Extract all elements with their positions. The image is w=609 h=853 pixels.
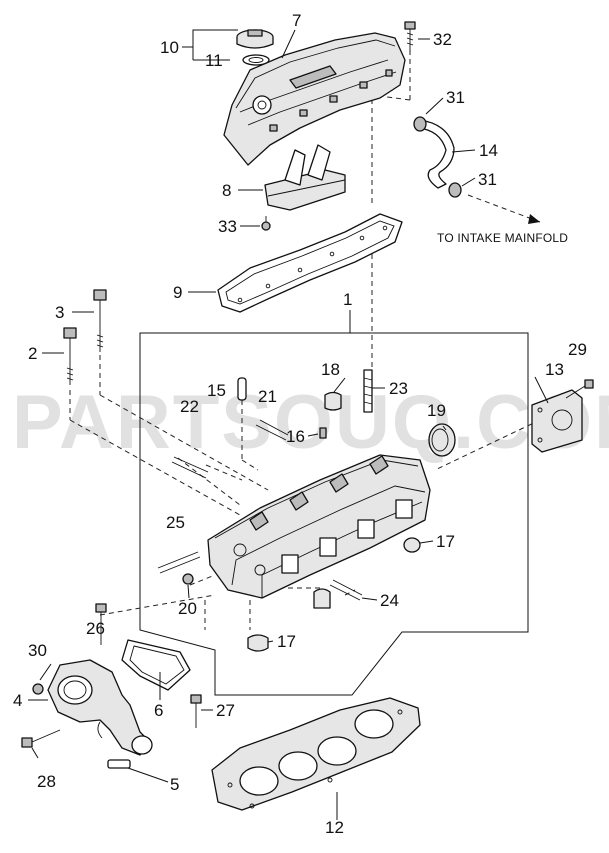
cam-position-sensor-plug bbox=[313, 588, 331, 609]
stud-23 bbox=[363, 369, 373, 413]
callout-15: 15 bbox=[207, 381, 226, 400]
stud-25 bbox=[157, 551, 201, 574]
callout-30: 30 bbox=[28, 641, 47, 660]
callout-1: 1 bbox=[343, 290, 352, 309]
core-plug-17-upper bbox=[403, 537, 421, 553]
water-outlet-bolt-26 bbox=[95, 603, 107, 645]
head-nut bbox=[182, 573, 194, 585]
cylinder-head-gasket bbox=[211, 697, 421, 811]
water-outlet-nut bbox=[32, 683, 44, 695]
callout-12: 12 bbox=[325, 818, 344, 837]
water-outlet-housing bbox=[47, 659, 153, 756]
locating-pin bbox=[319, 427, 327, 439]
callout-5: 5 bbox=[170, 775, 179, 794]
callout-33: 33 bbox=[218, 217, 237, 236]
end-cover-plate bbox=[531, 389, 583, 453]
callout-10: 10 bbox=[160, 38, 179, 57]
cam-cap-plug bbox=[324, 391, 342, 411]
callout-9: 9 bbox=[173, 283, 182, 302]
callout-8: 8 bbox=[222, 181, 231, 200]
small-gasket-5 bbox=[107, 759, 131, 769]
stud-22 bbox=[171, 456, 209, 479]
callout-18: 18 bbox=[321, 360, 340, 379]
callout-2: 2 bbox=[28, 344, 37, 363]
callout-7: 7 bbox=[292, 11, 301, 30]
callout-labels: 10 11 7 32 31 14 31 8 33 TO INTAKE MAINF… bbox=[13, 11, 587, 837]
hose-clamp-lower bbox=[448, 182, 462, 198]
callout-3: 3 bbox=[55, 303, 64, 322]
end-plate-bolt bbox=[565, 379, 594, 399]
valve-cover-gasket bbox=[217, 213, 403, 313]
water-outlet-bolt-27 bbox=[190, 694, 202, 728]
oil-filler-cap bbox=[236, 29, 274, 49]
water-outlet-bolt-28 bbox=[21, 729, 61, 748]
callout-29: 29 bbox=[568, 340, 587, 359]
callout-16: 16 bbox=[286, 427, 305, 446]
callout-14: 14 bbox=[479, 141, 498, 160]
callout-32: 32 bbox=[433, 30, 452, 49]
callout-27: 27 bbox=[216, 701, 235, 720]
stud-24 bbox=[329, 579, 363, 601]
intake-arrow bbox=[528, 214, 540, 224]
callout-31-upper: 31 bbox=[446, 88, 465, 107]
head-bolt-short bbox=[63, 327, 77, 385]
valve-cover bbox=[223, 32, 406, 166]
water-outlet-gasket bbox=[121, 639, 191, 691]
callout-21: 21 bbox=[258, 387, 277, 406]
core-plug-17-lower bbox=[247, 634, 269, 652]
note-to-intake-manifold: TO INTAKE MAINFOLD bbox=[437, 231, 568, 245]
callout-11: 11 bbox=[205, 51, 223, 70]
camshaft-end-plug-large bbox=[428, 423, 456, 457]
callout-28: 28 bbox=[37, 772, 56, 791]
callout-31-lower: 31 bbox=[478, 170, 497, 189]
callout-4: 4 bbox=[13, 691, 22, 710]
watermark: PARTSOUQ.COM bbox=[12, 380, 609, 465]
breather-hose bbox=[413, 116, 462, 198]
stud-21 bbox=[255, 419, 289, 441]
callout-17-lower: 17 bbox=[277, 632, 296, 651]
callout-22: 22 bbox=[180, 397, 199, 416]
callout-24: 24 bbox=[380, 591, 399, 610]
callout-6: 6 bbox=[154, 701, 163, 720]
hose-clamp-upper bbox=[413, 116, 427, 132]
callout-17-upper: 17 bbox=[436, 532, 455, 551]
head-bolt-long bbox=[93, 289, 107, 352]
cap-gasket bbox=[242, 54, 270, 66]
cylinder-head bbox=[207, 454, 431, 599]
callout-23: 23 bbox=[389, 379, 408, 398]
dowel-pin bbox=[237, 377, 247, 401]
callout-25: 25 bbox=[166, 513, 185, 532]
callout-26: 26 bbox=[86, 619, 105, 638]
callout-13: 13 bbox=[545, 360, 564, 379]
oil-separator bbox=[264, 144, 346, 211]
separator-bolt bbox=[261, 216, 271, 231]
callout-20: 20 bbox=[178, 599, 197, 618]
leader-lines bbox=[28, 29, 549, 820]
callout-19: 19 bbox=[427, 401, 446, 420]
cylinder-head-assembly-frame bbox=[139, 310, 529, 696]
cover-bolt bbox=[404, 21, 416, 52]
